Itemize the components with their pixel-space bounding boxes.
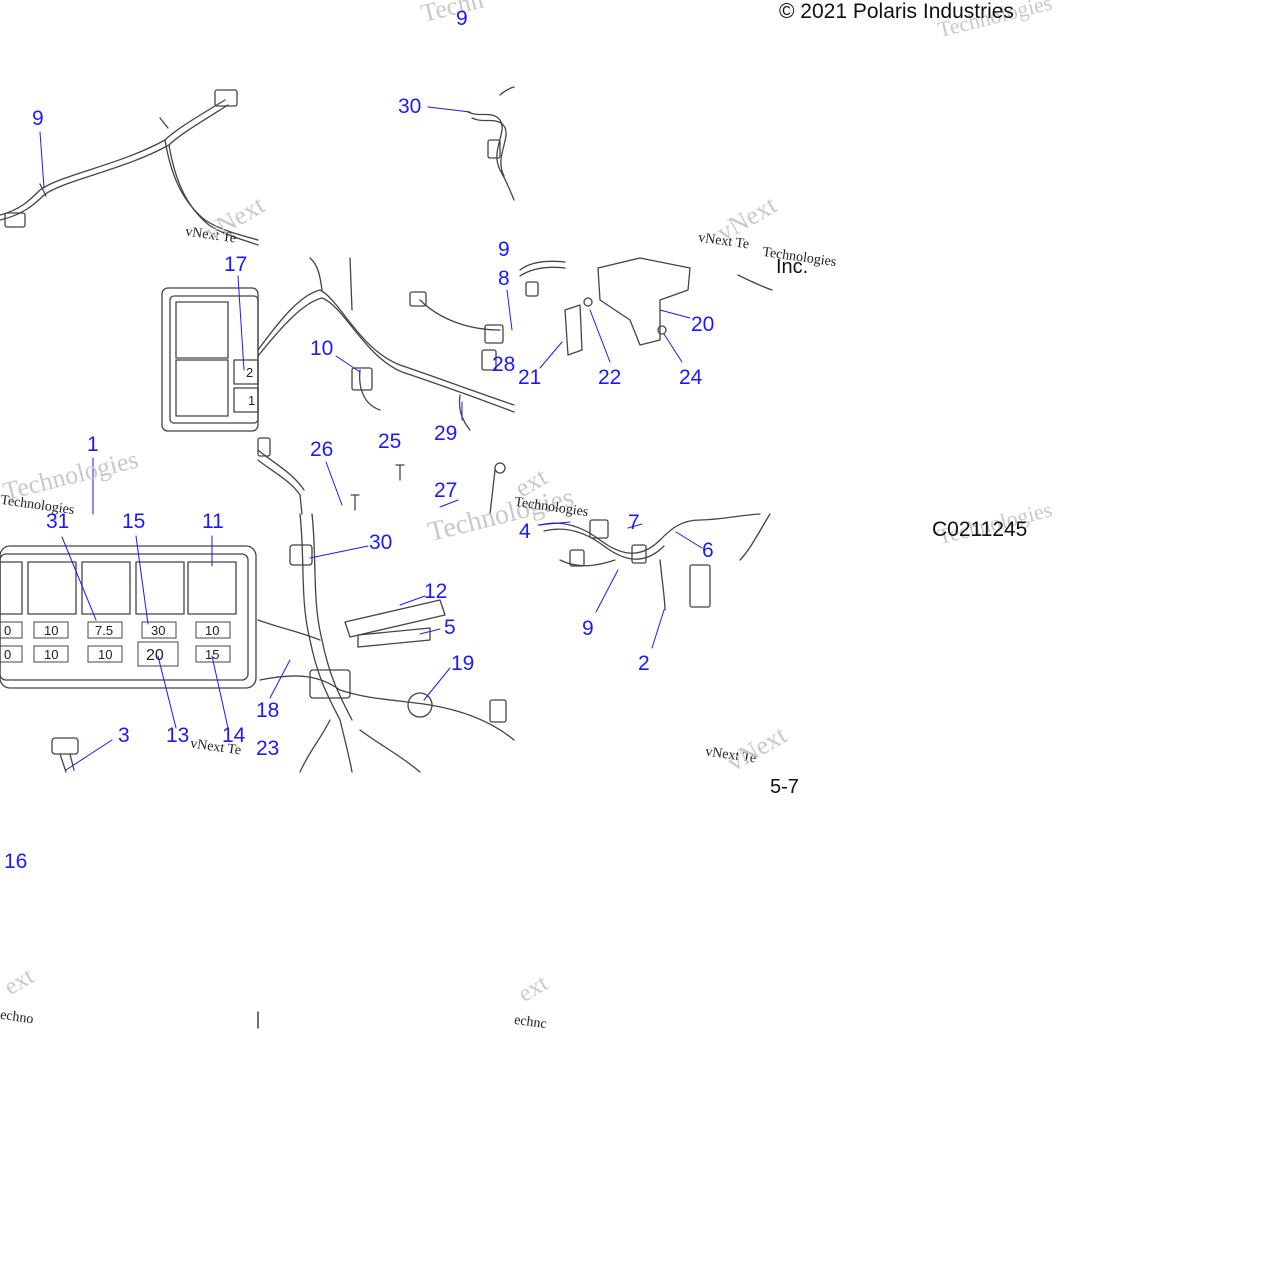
fuse-labels-large: 0 10 7.5 30 10 0 10 10 20 15	[0, 621, 231, 667]
harness-tile-top-middle	[467, 86, 515, 201]
callout-9: 9	[456, 7, 468, 30]
callout-20: 20	[691, 313, 715, 336]
callout-8: 8	[498, 267, 510, 290]
harness-tile-lower-center	[257, 513, 515, 773]
callout-16: 16	[4, 850, 28, 873]
callout-18: 18	[256, 699, 280, 722]
fuse-label: 0	[4, 647, 11, 662]
fuse-label: 7.5	[95, 623, 113, 638]
callout-9: 9	[498, 238, 510, 261]
callout-31: 31	[46, 510, 70, 533]
callout-9: 9	[582, 617, 594, 640]
part-3	[51, 737, 79, 773]
callout-26: 26	[310, 438, 334, 461]
callout-13: 13	[166, 724, 190, 747]
callout-15: 15	[122, 510, 146, 533]
inc-fragment: Inc.	[776, 256, 809, 278]
callout-19: 19	[451, 652, 475, 675]
leader-lines	[39, 106, 703, 771]
callout-7: 7	[628, 511, 640, 534]
fuse-label: 30	[151, 623, 165, 638]
fuse-label: 10	[44, 623, 58, 638]
callout-12: 12	[424, 580, 448, 603]
harness-tile-center	[257, 257, 515, 515]
fuse-labels-small: 2 1	[246, 365, 255, 408]
callout-22: 22	[598, 366, 622, 389]
callout-3: 3	[118, 724, 130, 747]
callout-17: 17	[224, 253, 248, 276]
callout-9: 9	[32, 107, 44, 130]
fuse-label: 1	[248, 393, 255, 408]
callout-4: 4	[519, 520, 531, 543]
callout-29: 29	[434, 422, 458, 445]
fuse-label: 20	[146, 647, 164, 664]
callout-30: 30	[369, 531, 393, 554]
fuse-box-small	[161, 287, 259, 432]
callout-1: 1	[87, 433, 99, 456]
callout-11: 11	[202, 510, 224, 533]
callout-27: 27	[434, 479, 458, 502]
callout-6: 6	[702, 539, 714, 562]
callout-23: 23	[256, 737, 280, 760]
callout-28: 28	[492, 353, 516, 376]
callout-10: 10	[310, 337, 334, 360]
callout-21: 21	[518, 366, 542, 389]
callout-14: 14	[222, 724, 246, 747]
callout-2: 2	[638, 652, 650, 675]
harness-tile-right	[539, 513, 771, 611]
page-number-fragment: 5-7	[770, 776, 799, 798]
copyright-text: © 2021 Polaris Industries	[779, 0, 1014, 23]
fuse-label: 2	[246, 365, 253, 380]
callout-25: 25	[378, 430, 402, 453]
fuse-box-large	[0, 545, 257, 689]
callout-5: 5	[444, 616, 456, 639]
drawing-code: C0211245	[932, 518, 1028, 541]
fuse-label: 15	[205, 647, 219, 662]
fuse-label: 0	[4, 623, 11, 638]
callout-30: 30	[398, 95, 422, 118]
bracket-tile	[519, 257, 773, 356]
fuse-label: 10	[44, 647, 58, 662]
fuse-label: 10	[205, 623, 219, 638]
fuse-label: 10	[98, 647, 112, 662]
harness-tile-top-left	[0, 89, 259, 246]
callout-24: 24	[679, 366, 703, 389]
